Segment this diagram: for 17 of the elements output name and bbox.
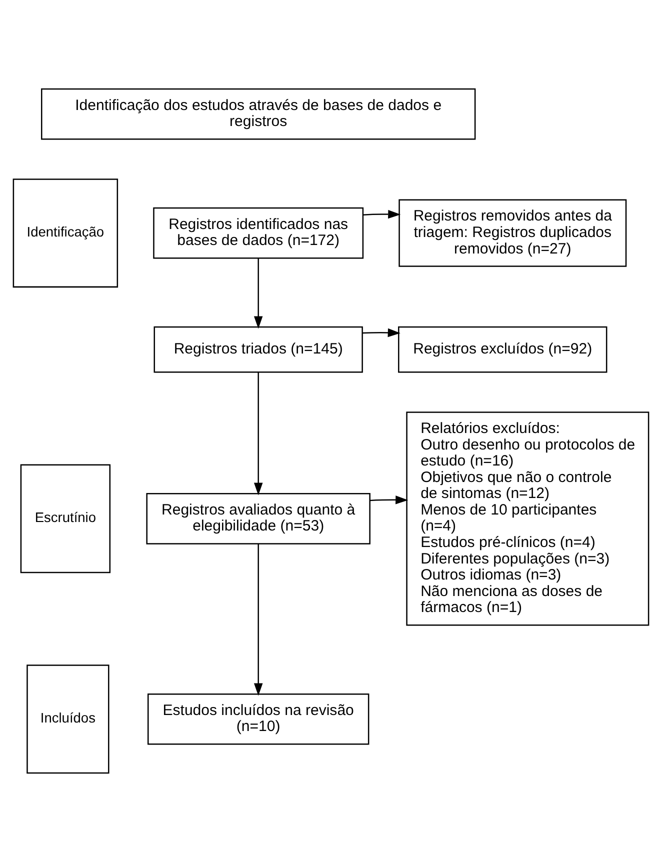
- arrow: [254, 544, 263, 696]
- node-box: Registros removidos antes da triagem: Registros duplicados removidos (n=27): [398, 199, 627, 267]
- arrow: [362, 328, 400, 338]
- node-box: Estudos incluídos na revisão (n=10): [147, 693, 370, 745]
- node-box: Identificação dos estudos através de bases de dados e registros: [41, 88, 476, 140]
- arrow: [370, 496, 408, 504]
- node-box: Registros triados (n=145): [154, 326, 363, 373]
- node-box: Registros avaliados quanto à elegibilidade (n=53): [146, 493, 370, 544]
- node-box: Relatórios excluídos: Outro desenho ou protocolos de estudo (n=16) Objetivos que não o controle de sintomas (n=12) Menos de 10 participantes (n=4) Estudos pré-clínicos (n=4) Diferentes populações (n=3) Outros idiomas (n=3) Não menciona as doses de fármacos (n=1): [406, 412, 650, 626]
- node-box: Registros excluídos (n=92): [398, 326, 608, 373]
- arrow: [254, 258, 263, 329]
- node-box: Incluídos: [26, 664, 110, 774]
- arrow: [363, 210, 401, 219]
- arrow: [254, 372, 263, 496]
- node-box: Escrutínio: [20, 464, 111, 574]
- node-box: Identificação: [12, 178, 118, 288]
- node-box: Registros identificados nas bases de dados (n=172): [153, 207, 364, 259]
